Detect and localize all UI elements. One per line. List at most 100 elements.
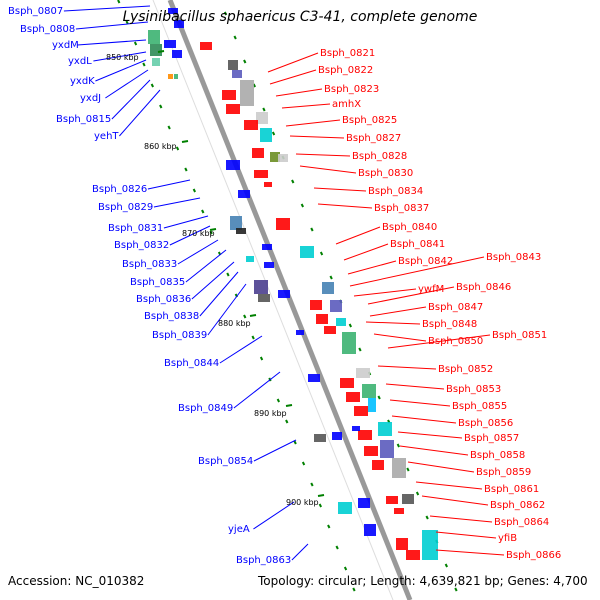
leader-line	[207, 283, 247, 336]
gene-feature	[264, 182, 272, 187]
gene-feature	[174, 20, 184, 28]
leader-line	[415, 481, 483, 490]
gene-feature	[300, 246, 314, 258]
kbp-tick	[209, 228, 217, 231]
kbp-tick	[317, 494, 325, 497]
gene-label-left: Bsph_0838	[144, 311, 199, 322]
tick-mark	[310, 227, 314, 232]
gene-label-right: Bsph_0823	[324, 84, 379, 95]
gene-label-left: yxdM	[52, 40, 79, 51]
kbp-tick	[249, 314, 257, 317]
leader-line	[299, 165, 357, 174]
gene-label-right: Bsph_0834	[368, 186, 423, 197]
gene-label-right: Bsph_0853	[446, 384, 501, 395]
leader-line	[147, 179, 191, 190]
leader-line	[177, 239, 219, 265]
leader-line	[435, 549, 505, 556]
gene-label-left: Bsph_0815	[56, 114, 111, 125]
gene-feature	[378, 422, 392, 436]
leader-line	[119, 89, 161, 137]
gene-feature	[296, 330, 304, 335]
kbp-tick	[285, 404, 293, 407]
gene-label-right: Bsph_0830	[358, 168, 413, 179]
leader-line	[387, 334, 491, 349]
gene-feature	[330, 300, 342, 312]
gene-feature	[386, 496, 398, 504]
gene-feature	[256, 112, 268, 124]
tick-mark	[233, 35, 237, 40]
gene-label-left: Bsph_0844	[164, 358, 219, 369]
gene-feature	[262, 244, 272, 250]
leader-line	[199, 271, 239, 317]
leader-line	[421, 495, 489, 506]
gene-label-left: Bsph_0833	[122, 259, 177, 270]
tick-mark	[117, 0, 121, 4]
leader-line	[269, 69, 317, 85]
genome-title: Lysinibacillus sphaericus C3-41, complet…	[122, 9, 478, 25]
gene-label-right: Bsph_0864	[494, 517, 549, 528]
tick-mark	[142, 62, 146, 67]
kbp-tick	[157, 50, 165, 53]
leader-line	[253, 439, 297, 462]
gene-feature	[362, 384, 376, 398]
leader-line	[77, 39, 147, 46]
leader-line	[317, 203, 373, 209]
leader-line	[95, 59, 147, 82]
gene-feature	[332, 432, 342, 440]
backbone-guide	[152, 0, 394, 600]
tick-mark	[335, 545, 339, 550]
gene-feature	[338, 502, 352, 514]
gene-label-right: Bsph_0822	[318, 65, 373, 76]
gene-label-right: Bsph_0851	[492, 330, 547, 341]
gene-label-right: Bsph_0862	[490, 500, 545, 511]
gene-feature	[254, 280, 268, 294]
leader-line	[399, 445, 469, 456]
tick-mark	[201, 209, 205, 214]
tick-mark	[226, 272, 230, 277]
tick-mark	[396, 443, 400, 448]
gene-label-right: Bsph_0828	[352, 151, 407, 162]
gene-label-left: yxdJ	[80, 93, 101, 104]
gene-label-left: yxdL	[68, 56, 92, 67]
leader-line	[291, 543, 309, 561]
leader-line	[153, 197, 201, 208]
gene-feature	[380, 440, 394, 458]
gene-label-left: yjeA	[228, 524, 250, 535]
tick-mark	[259, 356, 264, 361]
gene-feature	[336, 318, 346, 326]
leader-line	[367, 286, 455, 305]
tick-mark	[271, 131, 276, 136]
gene-label-right: Bsph_0825	[342, 115, 397, 126]
tick-mark	[291, 179, 295, 184]
gene-feature	[222, 90, 236, 100]
gene-label-right: Bsph_0857	[464, 433, 519, 444]
tick-mark	[444, 563, 448, 568]
leader-line	[219, 335, 263, 364]
accession-text: Accession: NC_010382	[8, 574, 145, 588]
tick-mark	[352, 587, 356, 592]
gene-feature	[346, 392, 360, 402]
gene-feature	[238, 190, 250, 198]
leader-line	[347, 260, 397, 275]
gene-label-left: yxdK	[70, 76, 95, 87]
tick-mark	[243, 59, 247, 64]
leader-line	[163, 215, 209, 229]
kbp-marker: 860 kbp	[144, 142, 177, 151]
leader-line	[313, 187, 367, 192]
gene-feature	[324, 326, 336, 334]
tick-mark	[300, 203, 304, 208]
gene-feature	[226, 104, 240, 114]
gene-feature	[364, 524, 376, 536]
leader-line	[285, 119, 341, 127]
gene-label-left: Bsph_0829	[98, 202, 153, 213]
gene-label-right: yfiB	[498, 533, 517, 544]
gene-label-left: Bsph_0854	[198, 456, 253, 467]
gene-feature	[396, 538, 408, 550]
kbp-tick	[181, 140, 189, 143]
gene-label-left: Bsph_0831	[108, 223, 163, 234]
leader-line	[111, 79, 151, 120]
gene-feature	[260, 128, 272, 142]
gene-feature	[356, 368, 370, 378]
leader-line	[349, 256, 485, 287]
leader-line	[267, 52, 319, 73]
